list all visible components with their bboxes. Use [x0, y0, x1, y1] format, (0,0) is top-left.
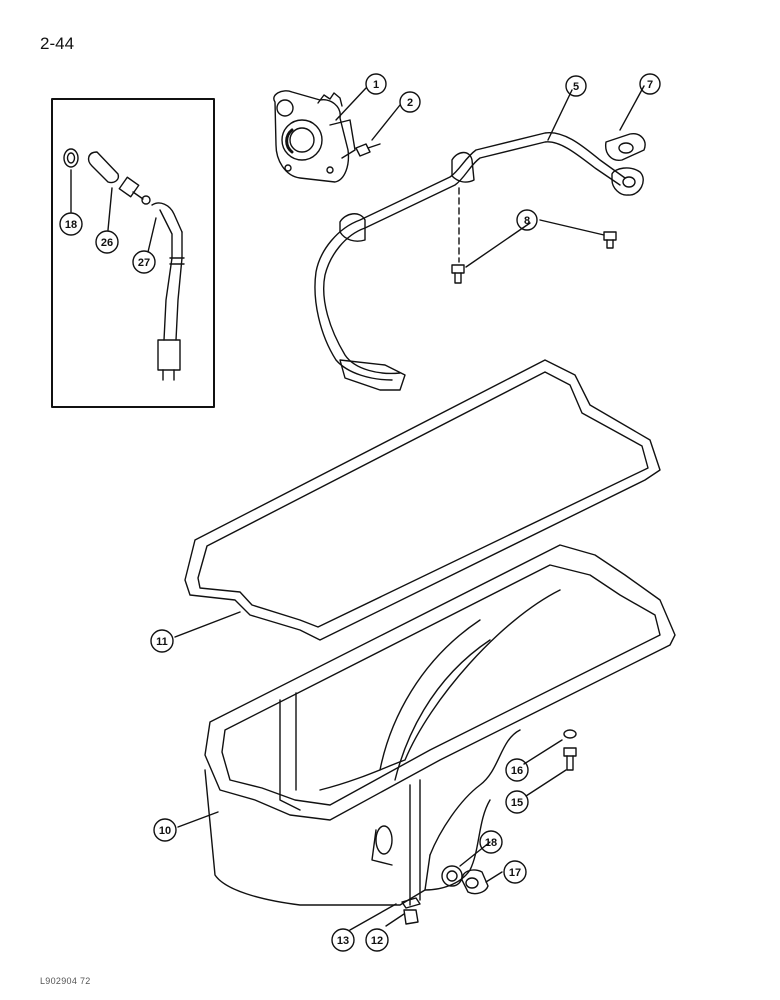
- callout-5-circle: [565, 75, 587, 97]
- callout-18b-circle: [479, 830, 503, 854]
- callout-27: 27: [138, 257, 150, 269]
- callout-26-circle: [95, 230, 119, 254]
- callout-2-circle: [399, 91, 421, 113]
- callout-12: 12: [371, 935, 383, 947]
- inset-washer-part: [63, 148, 79, 168]
- wire-harness-part: [151, 202, 185, 381]
- oil-pickup-tube-part: [314, 132, 644, 391]
- drain-washer-part-lower: [441, 865, 463, 887]
- pump-bolt-part: [355, 143, 381, 157]
- callout-18a-circle: [59, 212, 83, 236]
- leader-lines: [70, 85, 645, 931]
- callout-10: 10: [159, 825, 171, 837]
- callout-2: 2: [407, 97, 413, 109]
- callout-12-circle: [365, 928, 389, 952]
- callout-16: 16: [511, 765, 523, 777]
- callout-17: 17: [509, 867, 521, 879]
- callout-circles: [59, 73, 661, 952]
- callout-11: 11: [156, 636, 168, 648]
- callout-26: 26: [101, 237, 113, 249]
- callout-16-circle: [505, 758, 529, 782]
- callout-17-circle: [503, 860, 527, 884]
- callout-1-circle: [365, 73, 387, 95]
- callout-5: 5: [573, 81, 579, 93]
- callout-11-circle: [150, 629, 174, 653]
- callout-7-circle: [639, 73, 661, 95]
- callout-18b: 18: [485, 837, 497, 849]
- callout-7: 7: [647, 79, 653, 91]
- callout-10-circle: [153, 818, 177, 842]
- callout-8-circle: [516, 209, 538, 231]
- callout-8: 8: [524, 215, 530, 227]
- oil-pump-part: [273, 90, 356, 183]
- oil-pan-part: [204, 544, 676, 906]
- callout-labels: 1 2 5 7 8 18 26 27 11 10 16 15 18 17 13 …: [65, 79, 653, 947]
- callout-15: 15: [511, 797, 523, 809]
- inset-panel: [51, 98, 215, 408]
- sensor-plug-part: [401, 897, 421, 925]
- callout-27-circle: [132, 250, 156, 274]
- drain-bolt-part: [563, 747, 577, 771]
- tube-gasket-part: [605, 133, 646, 161]
- callout-13: 13: [337, 935, 349, 947]
- callout-15-circle: [505, 790, 529, 814]
- callout-1: 1: [373, 79, 379, 91]
- figure-code: L902904 72: [40, 976, 91, 986]
- callout-18a: 18: [65, 219, 77, 231]
- drain-plug-part: [461, 869, 489, 895]
- drain-washer-part: [563, 729, 577, 739]
- callout-13-circle: [331, 928, 355, 952]
- tube-bolt-part: [451, 231, 617, 284]
- oil-pan-gasket-part: [184, 359, 661, 641]
- page-number: 2-44: [40, 34, 75, 53]
- oil-sender-part: [87, 151, 151, 205]
